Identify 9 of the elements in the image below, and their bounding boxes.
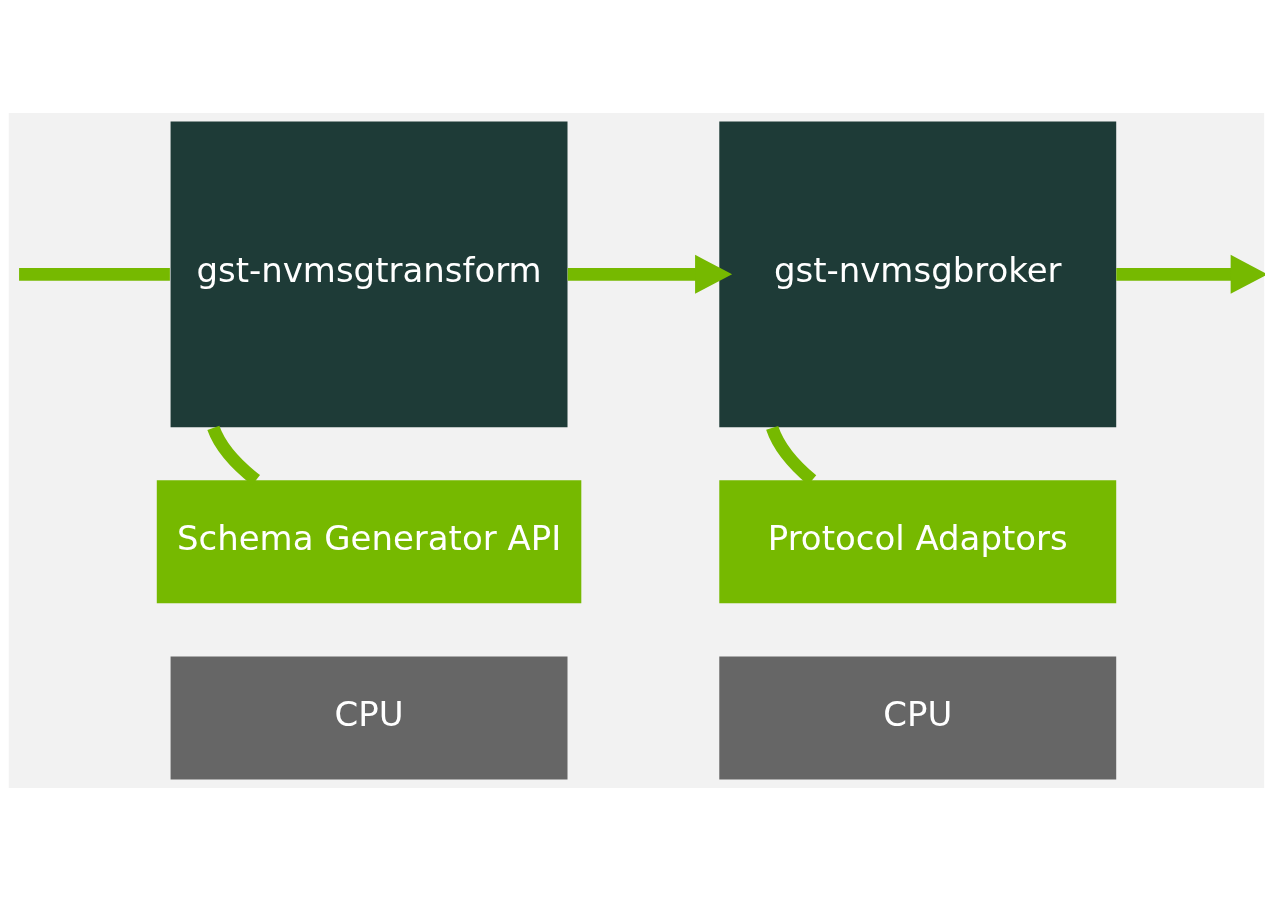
node-box: Protocol Adaptors bbox=[719, 480, 1117, 604]
node-box: Schema Generator API bbox=[156, 480, 582, 604]
node-box: CPU bbox=[170, 656, 568, 780]
arrow bbox=[567, 254, 733, 294]
arrow bbox=[1116, 254, 1265, 294]
connector bbox=[19, 267, 170, 281]
node-box: gst-nvmsgtransform bbox=[170, 121, 568, 428]
node-box: CPU bbox=[719, 656, 1117, 780]
node-box: gst-nvmsgbroker bbox=[719, 121, 1117, 428]
